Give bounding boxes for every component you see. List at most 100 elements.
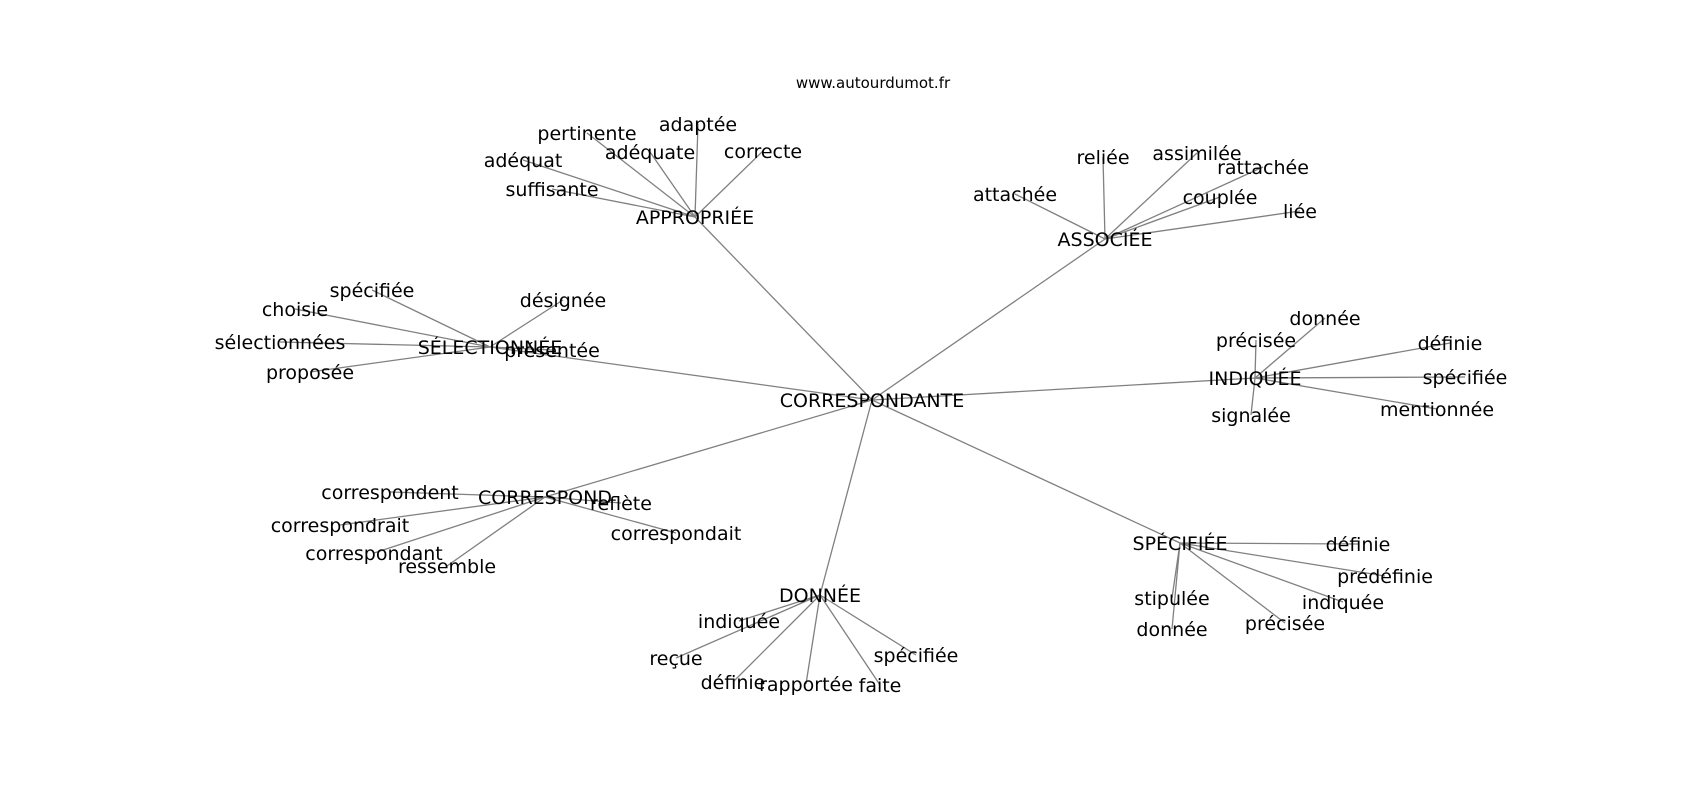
edge-donnee-leaf-5 <box>819 594 881 686</box>
leaf-node-correspond-5: ressemble <box>398 556 496 578</box>
hub-node-correspond: CORRESPOND <box>478 487 612 509</box>
leaf-node-specifiee-1: prédéfinie <box>1337 566 1433 588</box>
edge-appropriee-leaf-4 <box>522 159 696 218</box>
edge-center-indiquee <box>871 377 1256 401</box>
leaf-node-appropriee-3: correcte <box>724 141 802 163</box>
leaf-node-indiquee-0: donnée <box>1289 308 1360 330</box>
leaf-node-selectionnee-3: sélectionnées <box>215 332 346 354</box>
edge-associee-leaf-5 <box>1104 210 1301 240</box>
edge-correspond-leaf-1 <box>544 496 622 504</box>
leaf-node-correspond-4: correspondant <box>305 543 442 565</box>
edge-center-donnee <box>819 399 873 596</box>
edge-associee-leaf-2 <box>1104 166 1264 240</box>
edge-specifiee-leaf-0 <box>1179 542 1359 545</box>
edge-selectionnee-leaf-3 <box>279 341 491 348</box>
edge-center-appropriee <box>694 216 873 401</box>
leaf-node-selectionnee-2: désignée <box>520 290 606 312</box>
hub-node-appropriee: APPROPRIÉE <box>636 206 754 229</box>
leaf-node-donnee-4: rapportée <box>759 674 853 696</box>
leaf-node-specifiee-0: définie <box>1326 534 1391 556</box>
edge-correspond-leaf-2 <box>339 496 546 526</box>
edge-appropriee-leaf-1 <box>586 132 696 218</box>
hub-node-selectionnee: SÉLECTIONNÉE <box>418 336 563 359</box>
edge-indiquee-leaf-3 <box>1254 376 1466 379</box>
edge-selectionnee-leaf-2 <box>489 299 564 348</box>
leaf-node-associee-1: assimilée <box>1152 143 1241 165</box>
edge-center-associee <box>871 238 1106 401</box>
edge-correspond-leaf-3 <box>544 496 677 534</box>
edge-donnee-leaf-2 <box>819 594 917 656</box>
edge-appropriee-leaf-0 <box>694 123 699 218</box>
edge-center-correspond <box>544 399 873 498</box>
edge-specifiee-leaf-5 <box>1179 542 1286 624</box>
edge-selectionnee-leaf-1 <box>294 308 491 348</box>
leaf-node-appropriee-1: pertinente <box>537 123 636 145</box>
leaf-node-correspond-1: reflète <box>590 493 652 515</box>
edge-selectionnee-leaf-0 <box>371 289 491 348</box>
leaf-node-indiquee-3: spécifiée <box>1423 367 1508 389</box>
leaf-node-indiquee-4: mentionnée <box>1380 399 1494 421</box>
edge-indiquee-leaf-2 <box>1254 342 1451 379</box>
leaf-node-selectionnee-4: présentée <box>504 340 600 362</box>
edge-selectionnee-leaf-5 <box>309 346 491 373</box>
center-node-label: CORRESPONDANTE <box>780 390 964 412</box>
edge-associee-leaf-1 <box>1104 152 1198 240</box>
leaf-node-correspond-3: correspondait <box>611 523 742 545</box>
edge-correspond-leaf-0 <box>389 491 546 498</box>
leaf-node-selectionnee-5: proposée <box>266 362 354 384</box>
labels: CORRESPONDANTE APPROPRIÉE adaptée pertinent… <box>215 114 1508 697</box>
edge-donnee-leaf-3 <box>732 594 821 683</box>
edge-donnee-leaf-0 <box>738 594 821 622</box>
edge-specifiee-leaf-1 <box>1179 542 1386 577</box>
edge-correspond-leaf-4 <box>373 496 546 554</box>
edge-associee-leaf-3 <box>1014 193 1106 240</box>
edge-specifiee-leaf-3 <box>1179 542 1344 603</box>
leaf-node-correspond-2: correspondrait <box>271 515 410 537</box>
leaf-node-associee-3: attachée <box>973 184 1057 206</box>
leaf-node-indiquee-1: précisée <box>1216 330 1296 352</box>
leaf-node-associee-2: rattachée <box>1217 157 1309 179</box>
edge-donnee-leaf-4 <box>805 594 821 685</box>
edge-indiquee-leaf-1 <box>1254 339 1257 379</box>
leaf-node-specifiee-2: stipulée <box>1134 588 1209 610</box>
watermark: www.autourdumot.fr <box>796 74 951 92</box>
edge-center-specifiee <box>871 399 1181 544</box>
edge-donnee-leaf-1 <box>675 594 821 659</box>
leaf-node-donnee-3: définie <box>701 672 766 694</box>
leaf-node-specifiee-3: indiquée <box>1302 592 1384 614</box>
edge-selectionnee-leaf-4 <box>489 346 553 351</box>
edge-appropriee-leaf-2 <box>649 151 696 218</box>
edge-indiquee-leaf-4 <box>1254 377 1438 410</box>
leaf-node-associee-0: reliée <box>1076 147 1129 169</box>
leaf-node-donnee-0: indiquée <box>698 611 780 633</box>
edge-associee-leaf-4 <box>1104 196 1221 240</box>
leaf-node-associee-4: couplée <box>1183 187 1258 209</box>
edge-appropriee-leaf-5 <box>551 188 696 218</box>
leaf-node-specifiee-4: donnée <box>1136 619 1207 641</box>
edge-correspond-leaf-5 <box>446 496 546 567</box>
leaf-node-donnee-5: faite <box>859 675 902 697</box>
leaf-node-donnee-2: spécifiée <box>874 645 959 667</box>
leaf-node-appropriee-0: adaptée <box>659 114 737 136</box>
leaf-node-indiquee-2: définie <box>1418 333 1483 355</box>
edge-indiquee-leaf-0 <box>1254 317 1326 379</box>
edge-appropriee-leaf-3 <box>694 150 764 218</box>
leaf-node-appropriee-2: adéquate <box>605 142 695 164</box>
leaf-node-appropriee-4: adéquat <box>484 150 563 172</box>
hub-node-donnee: DONNÉE <box>779 584 861 607</box>
hub-node-associee: ASSOCIÉE <box>1058 228 1153 251</box>
leaf-node-donnee-1: reçue <box>649 648 702 670</box>
leaf-node-associee-5: liée <box>1283 201 1317 223</box>
leaf-node-appropriee-5: suffisante <box>505 179 598 201</box>
hub-node-indiquee: INDIQUÉE <box>1209 367 1302 390</box>
hub-node-specifiee: SPÉCIFIÉE <box>1133 532 1228 555</box>
leaf-node-specifiee-5: précisée <box>1245 613 1325 635</box>
edges <box>279 123 1466 686</box>
edge-indiquee-leaf-5 <box>1250 377 1256 416</box>
edge-associee-leaf-0 <box>1102 156 1106 240</box>
leaf-node-indiquee-5: signalée <box>1211 405 1291 427</box>
edge-center-selectionnee <box>489 346 873 401</box>
leaf-node-selectionnee-0: spécifiée <box>330 280 415 302</box>
edge-specifiee-leaf-4 <box>1171 542 1181 630</box>
